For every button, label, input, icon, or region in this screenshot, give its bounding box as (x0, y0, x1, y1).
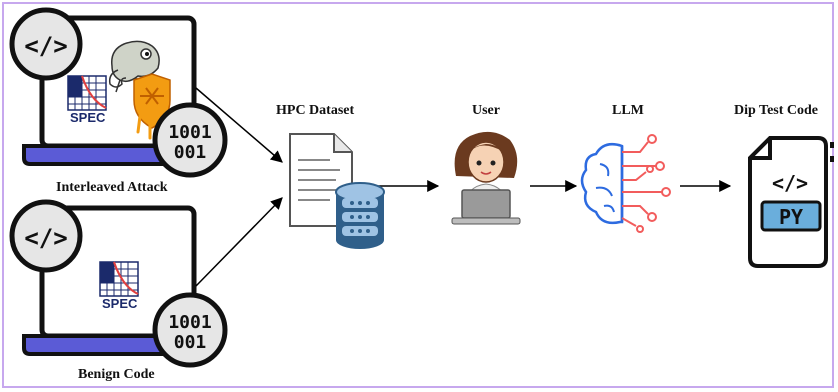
llm-brain-icon (580, 134, 671, 233)
database-icon (335, 182, 385, 249)
benign-code-circle (9, 199, 83, 273)
user-label: User (472, 103, 500, 118)
chameleon-icon (108, 40, 160, 93)
spec-logo-icon: SPEC (99, 261, 139, 311)
attack-binary-line1: 1001 (168, 122, 211, 143)
arrow-attack-to-dataset (195, 87, 283, 163)
attack-code-circle (9, 7, 83, 81)
py-badge-text: PY (779, 205, 803, 229)
benign-code-label: Benign Code (78, 367, 155, 382)
spec-logo-text: SPEC (102, 296, 138, 311)
benign-binary-line2: 001 (174, 332, 207, 353)
user-icon (451, 131, 521, 225)
py-badge (760, 200, 822, 232)
spec-logo-text: SPEC (70, 110, 106, 125)
attack-laptop-icon: SPEC </> 1001 001 (9, 7, 228, 178)
hpc-dataset-icon (289, 133, 385, 249)
benign-binary-circle (152, 292, 228, 368)
user-laptop (461, 189, 511, 219)
attack-code-symbol: </> (24, 32, 67, 60)
spec-logo-icon: SPEC (67, 75, 107, 125)
llm-label: LLM (612, 103, 644, 118)
dip-test-code-label: Dip Test Code (734, 103, 819, 118)
benign-binary-line1: 1001 (168, 312, 211, 333)
attack-binary-circle (152, 102, 228, 178)
diagram-frame (2, 2, 834, 388)
arrow-benign-to-dataset (195, 197, 283, 287)
benign-laptop-icon: SPEC </> 1001 001 (9, 199, 228, 368)
attack-binary-line2: 001 (174, 142, 207, 163)
interleaved-attack-label: Interleaved Attack (56, 180, 168, 195)
python-file-icon: </> PY (748, 136, 834, 268)
benign-code-symbol: </> (24, 224, 67, 252)
file-code-symbol: </> (772, 171, 808, 195)
hpc-dataset-label: HPC Dataset (276, 103, 355, 118)
